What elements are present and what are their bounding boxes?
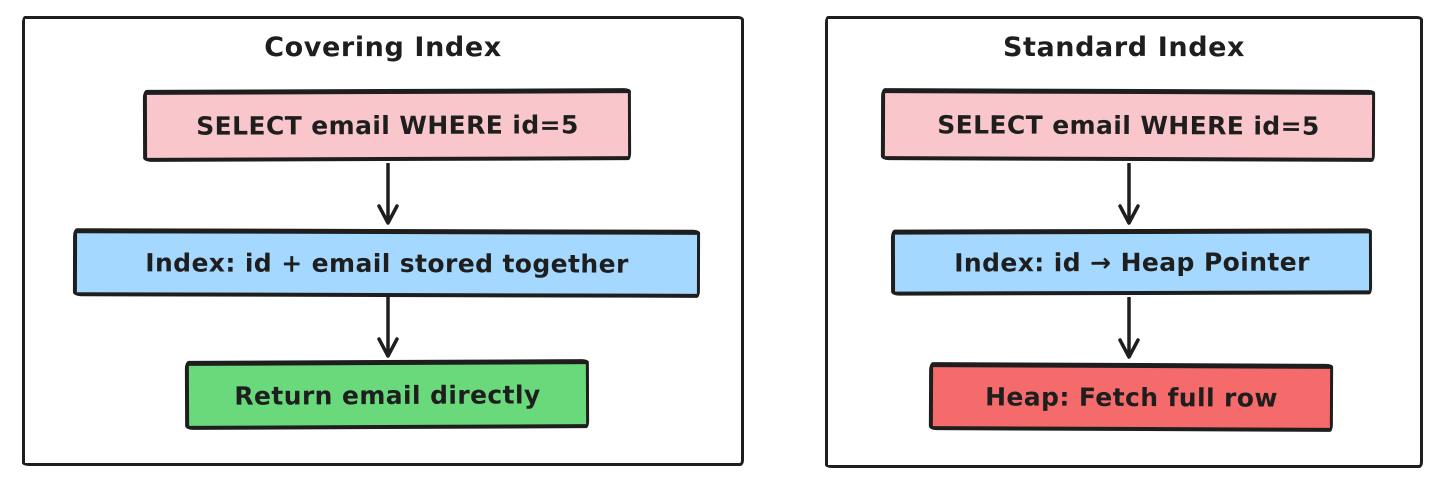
arrow-down-icon <box>373 296 403 360</box>
flow-node-result: Return email directly <box>184 359 590 430</box>
flow-node-label: Index: id → Heap Pointer <box>954 247 1310 278</box>
flow-node-query: SELECT email WHERE id=5 <box>880 88 1376 162</box>
flow-node-label: SELECT email WHERE id=5 <box>196 110 579 141</box>
flow-node-label: SELECT email WHERE id=5 <box>937 110 1320 141</box>
flow-node-index: Index: id + email stored together <box>72 228 701 298</box>
flow-node-index: Index: id → Heap Pointer <box>890 228 1373 296</box>
arrow-down-icon <box>373 163 403 227</box>
flow-node-label: Heap: Fetch full row <box>985 382 1278 413</box>
panel-standard-index: Standard Index SELECT email WHERE id=5 I… <box>825 16 1423 468</box>
flow-node-label: Index: id + email stored together <box>145 248 629 279</box>
panel-title: Standard Index <box>1002 32 1246 63</box>
arrow-down-icon <box>1114 297 1144 361</box>
panel-title: Covering Index <box>264 32 502 63</box>
arrow-down-icon <box>1114 163 1144 227</box>
flow-node-label: Return email directly <box>234 379 541 411</box>
flow-node-heap-fetch: Heap: Fetch full row <box>928 362 1334 432</box>
panel-covering-index: Covering Index SELECT email WHERE id=5 I… <box>22 16 744 466</box>
flow-node-query: SELECT email WHERE id=5 <box>142 88 632 162</box>
